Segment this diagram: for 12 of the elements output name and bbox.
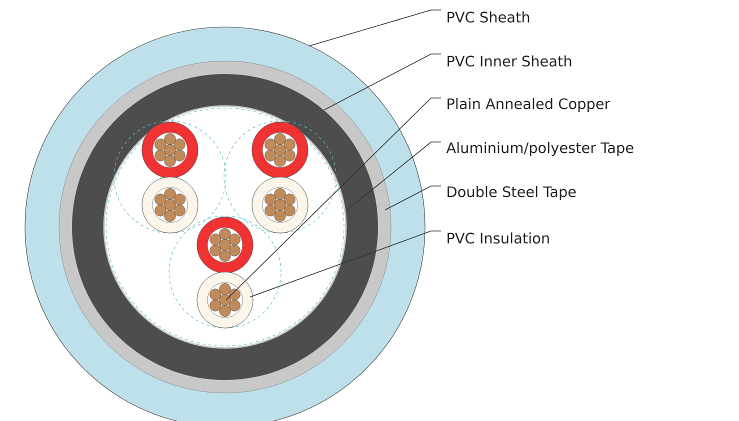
leader-line: [308, 10, 442, 46]
label-text: Aluminium/polyester Tape: [446, 142, 634, 156]
label-text: PVC Sheath: [448, 11, 530, 23]
leader-line: [324, 54, 442, 110]
label-text: PVC Inner Sheath: [448, 55, 572, 67]
label-text: Double Steel Tape: [448, 186, 576, 200]
label-text: Plain Annealed Copper: [448, 98, 610, 112]
leader-line: [250, 230, 442, 298]
leader-line: [384, 186, 442, 210]
leader-line: [346, 142, 442, 210]
leader-line: [226, 98, 442, 300]
label-text: PVC Insulation: [448, 232, 549, 244]
